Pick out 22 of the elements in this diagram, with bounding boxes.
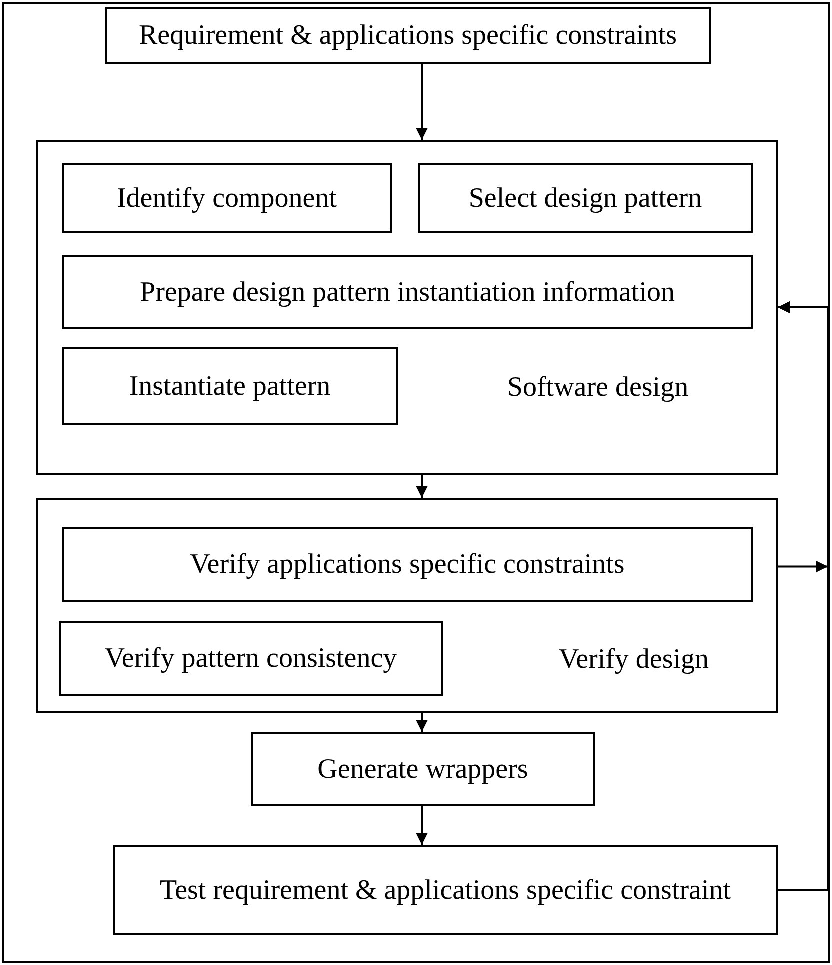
step-label: Select design pattern — [468, 182, 702, 216]
process-box — [62, 255, 753, 329]
step-label: Verify applications specific constraints — [190, 548, 625, 582]
process-box — [105, 7, 711, 64]
step-label: Instantiate pattern — [129, 370, 331, 404]
process-box — [418, 163, 753, 233]
process-box — [62, 527, 753, 602]
group-box — [36, 140, 778, 475]
group-label: Verify design — [558, 643, 710, 677]
process-box — [62, 347, 398, 425]
process-box — [62, 163, 392, 233]
process-box — [113, 845, 778, 935]
process-box — [59, 621, 443, 696]
step-label: Requirement & applications specific constraints — [138, 19, 678, 53]
step-label: Verify pattern consistency — [104, 642, 398, 676]
step-label: Prepare design pattern instantiation information — [140, 276, 675, 310]
process-box — [251, 732, 595, 806]
step-label: Generate wrappers — [318, 752, 528, 786]
step-label: Test requirement & applications specific constraint — [160, 874, 732, 908]
group-label: Software design — [506, 371, 690, 405]
group-box — [36, 498, 778, 713]
step-label: Identify component — [116, 182, 338, 216]
